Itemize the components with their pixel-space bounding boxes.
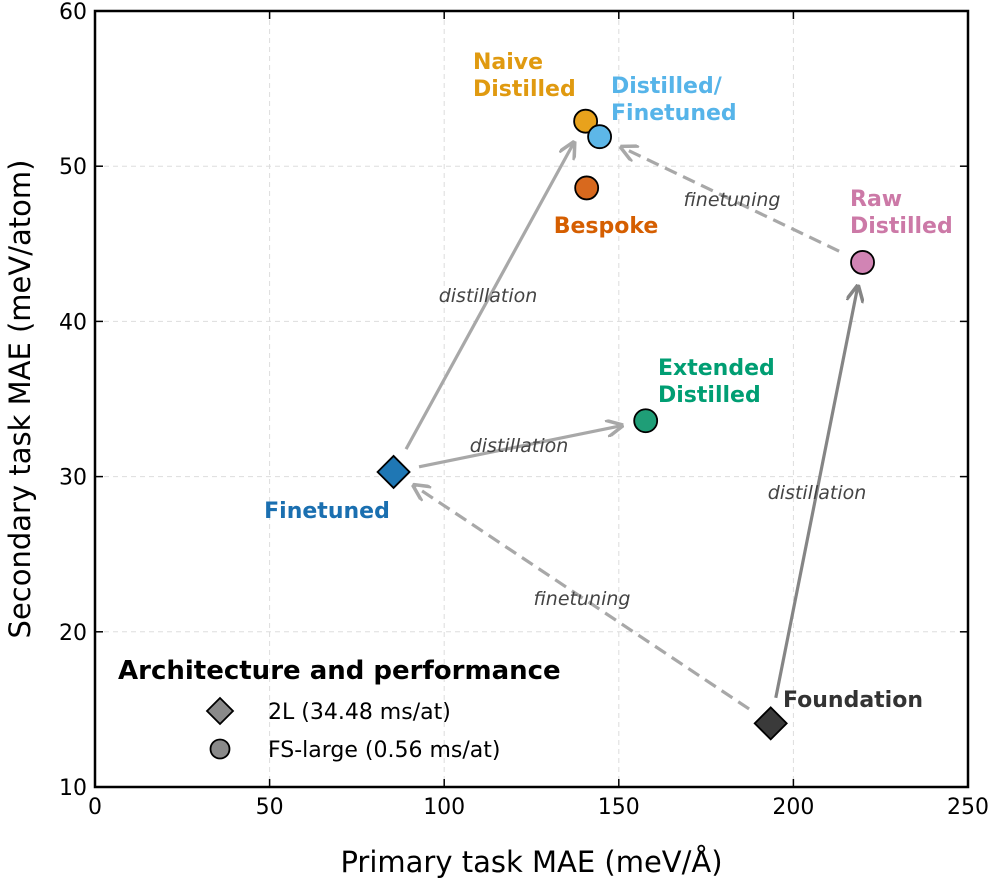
point-distilled-finetuned <box>587 124 612 150</box>
y-tick-label: 10 <box>59 776 87 801</box>
legend-marker-circle <box>209 738 231 760</box>
point-bespoke <box>574 175 600 201</box>
x-tick-label: 100 <box>423 795 465 820</box>
x-tick-label: 0 <box>88 795 102 820</box>
legend-entries: 2L (34.48 ms/at) FS-large (0.56 ms/at) <box>205 696 500 763</box>
x-tick-label: 150 <box>598 795 640 820</box>
legend-title: Architecture and performance <box>118 656 561 686</box>
data-points <box>376 108 875 741</box>
point-extended-distilled <box>633 408 659 434</box>
y-axis-label: Secondary task MAE (meV/atom) <box>3 160 37 639</box>
arrow-label: finetuning <box>684 189 781 211</box>
plot-frame <box>93 9 970 789</box>
legend-marker-diamond <box>205 696 235 726</box>
point-label: Foundation <box>783 688 923 713</box>
x-tick-label: 50 <box>256 795 284 820</box>
x-tick-label: 200 <box>772 795 814 820</box>
arrow-label: distillation <box>768 482 867 504</box>
arrow-label: distillation <box>470 435 569 457</box>
arrows: finetuning distillation distillation distil… <box>404 144 867 711</box>
arrow-label: finetuning <box>534 588 631 610</box>
legend: Architecture and performance 2L (34.48 m… <box>118 656 561 763</box>
point-label: Bespoke <box>554 214 659 239</box>
point-raw-distilled <box>850 250 875 275</box>
arrow-distillation <box>774 288 858 699</box>
arrow-distillation <box>418 426 620 469</box>
point-label: Finetuned <box>264 499 390 524</box>
point-label: Distilled/Finetuned <box>611 74 737 126</box>
y-tick-label: 40 <box>59 310 87 335</box>
arrow-distillation <box>404 144 573 450</box>
x-tick-label: 250 <box>947 795 989 820</box>
y-tick-label: 30 <box>59 466 87 491</box>
y-tick-label: 20 <box>59 621 87 646</box>
legend-label: FS-large (0.56 ms/at) <box>268 738 500 763</box>
arrow-finetuning <box>415 486 750 711</box>
y-tick-label: 50 <box>59 155 87 180</box>
point-naive-distilled <box>573 108 599 134</box>
point-foundation <box>753 706 788 741</box>
y-tick-label: 60 <box>59 0 87 25</box>
axis-ticks: 0 50 100 150 200 250 10 20 30 40 50 60 <box>59 0 989 820</box>
x-axis-label: Primary task MAE (meV/Å) <box>340 845 722 879</box>
point-finetuned <box>376 454 411 490</box>
legend-label: 2L (34.48 ms/at) <box>268 700 451 725</box>
arrow-label: distillation <box>439 285 538 307</box>
